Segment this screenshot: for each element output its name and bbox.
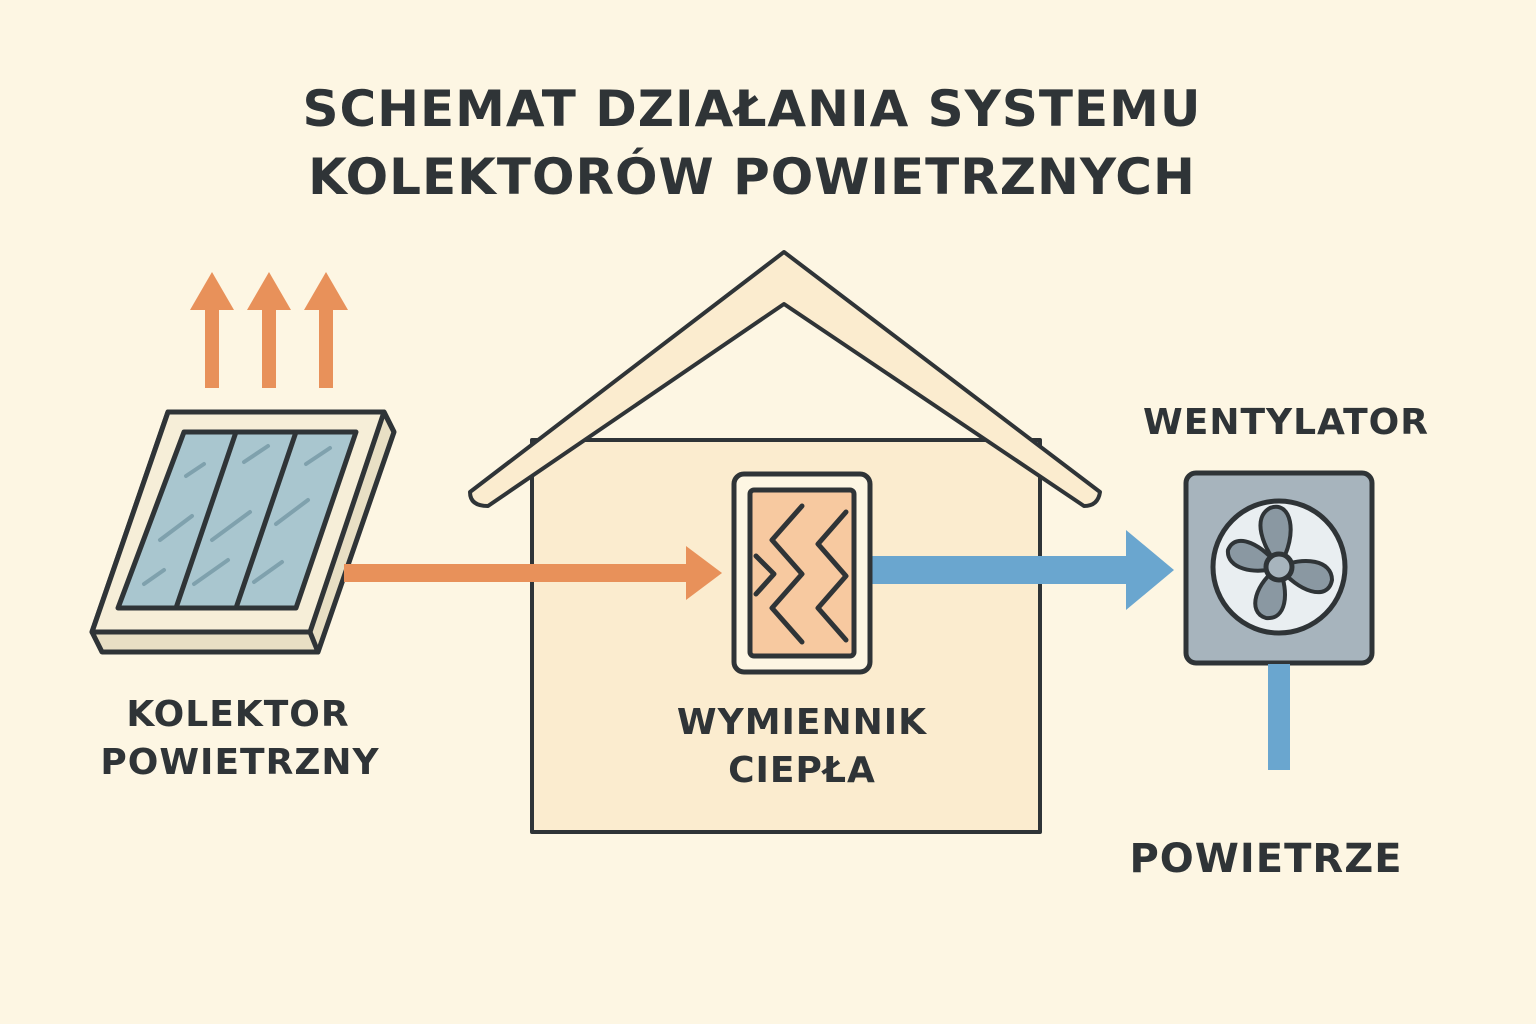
- air-outlet-duct: [1268, 664, 1290, 770]
- air-label: POWIETRZE: [1129, 836, 1402, 882]
- cool-air-flow-arrow: [870, 530, 1174, 610]
- exchanger-label-line-2: CIEPŁA: [728, 750, 876, 791]
- collector-label-line-1: KOLEKTOR: [126, 694, 349, 735]
- heat-arrow-up-icon: [304, 272, 348, 388]
- heat-exchanger-icon: [731, 471, 873, 675]
- collector-label-line-2: POWIETRZNY: [100, 742, 379, 783]
- heat-rising-arrows: [190, 272, 348, 388]
- diagram-title-line-1: SCHEMAT DZIAŁANIA SYSTEMU: [302, 80, 1201, 138]
- fan-label: WENTYLATOR: [1143, 402, 1429, 443]
- exchanger-label-line-1: WYMIENNIK: [677, 702, 927, 743]
- house-outline: [468, 250, 1102, 834]
- warm-air-flow-arrow: [344, 546, 722, 600]
- diagram-title-line-2: KOLEKTORÓW POWIETRZNYCH: [308, 147, 1196, 206]
- heat-arrow-up-icon: [247, 272, 291, 388]
- heat-arrow-up-icon: [190, 272, 234, 388]
- solar-air-collector-icon: [89, 409, 397, 655]
- fan-icon: [1183, 470, 1375, 666]
